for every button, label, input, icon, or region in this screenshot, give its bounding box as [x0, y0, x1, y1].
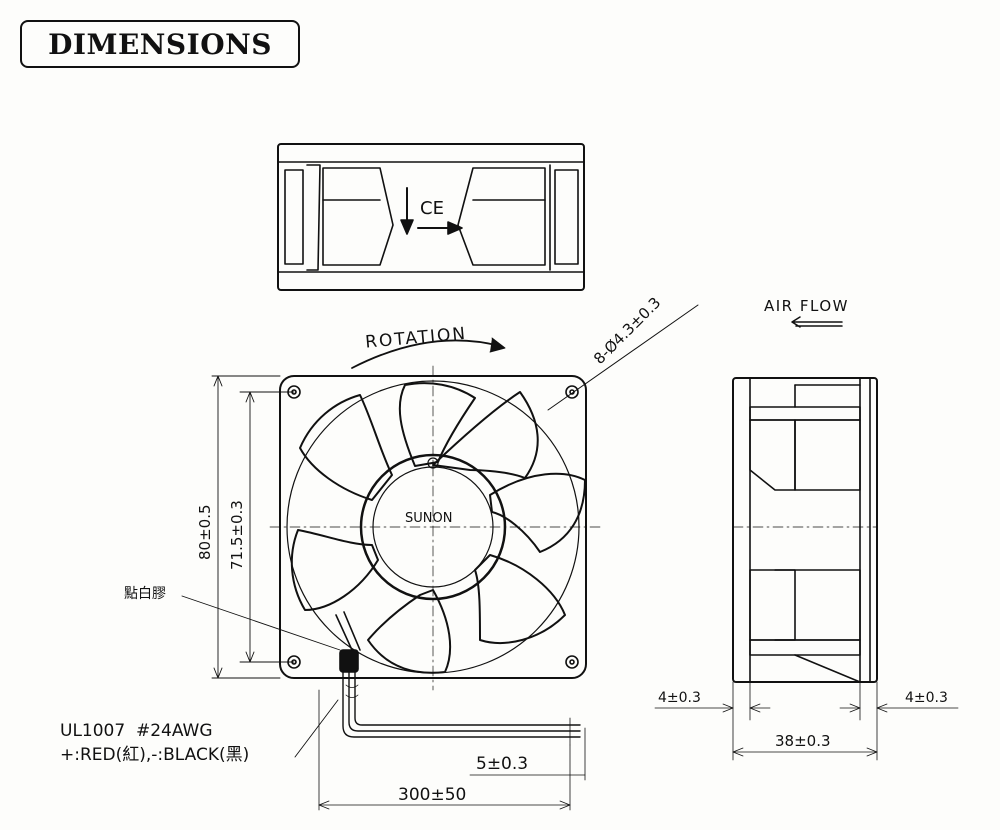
wire-spec-label: UL1007 #24AWG	[60, 721, 213, 741]
hole-spec-label: 8-Ø4.3±0.3	[590, 294, 664, 368]
glue-note-label: 點白膠	[124, 586, 166, 602]
hub-brand-label: SUNON	[405, 511, 452, 526]
ce-mark: CE	[420, 198, 444, 219]
rotation-label: ROTATION	[364, 324, 467, 353]
top-view: CE	[277, 143, 585, 291]
wire-bundle	[342, 671, 581, 746]
air-flow-label: AIR FLOW	[764, 297, 849, 315]
dim-strip-label: 5±0.3	[476, 754, 528, 774]
title-box: DIMENSIONS	[20, 20, 300, 68]
page-title: DIMENSIONS	[48, 27, 272, 61]
air-flow-arrow-icon	[791, 316, 843, 328]
front-view	[269, 365, 601, 691]
side-view	[732, 377, 878, 683]
dim-depth-label: 38±0.3	[775, 732, 831, 750]
dim-lead-label: 300±50	[398, 785, 466, 805]
rotation-arrow-icon	[351, 339, 501, 369]
dim-flange-left-label: 4±0.3	[658, 690, 701, 706]
dim-hole-pitch-label: 71.5±0.3	[228, 500, 246, 570]
dim-flange-right-label: 4±0.3	[905, 690, 948, 706]
dim-outer-label: 80±0.5	[196, 504, 214, 560]
wire-colors-label: +:RED(紅),-:BLACK(黑)	[60, 745, 249, 765]
